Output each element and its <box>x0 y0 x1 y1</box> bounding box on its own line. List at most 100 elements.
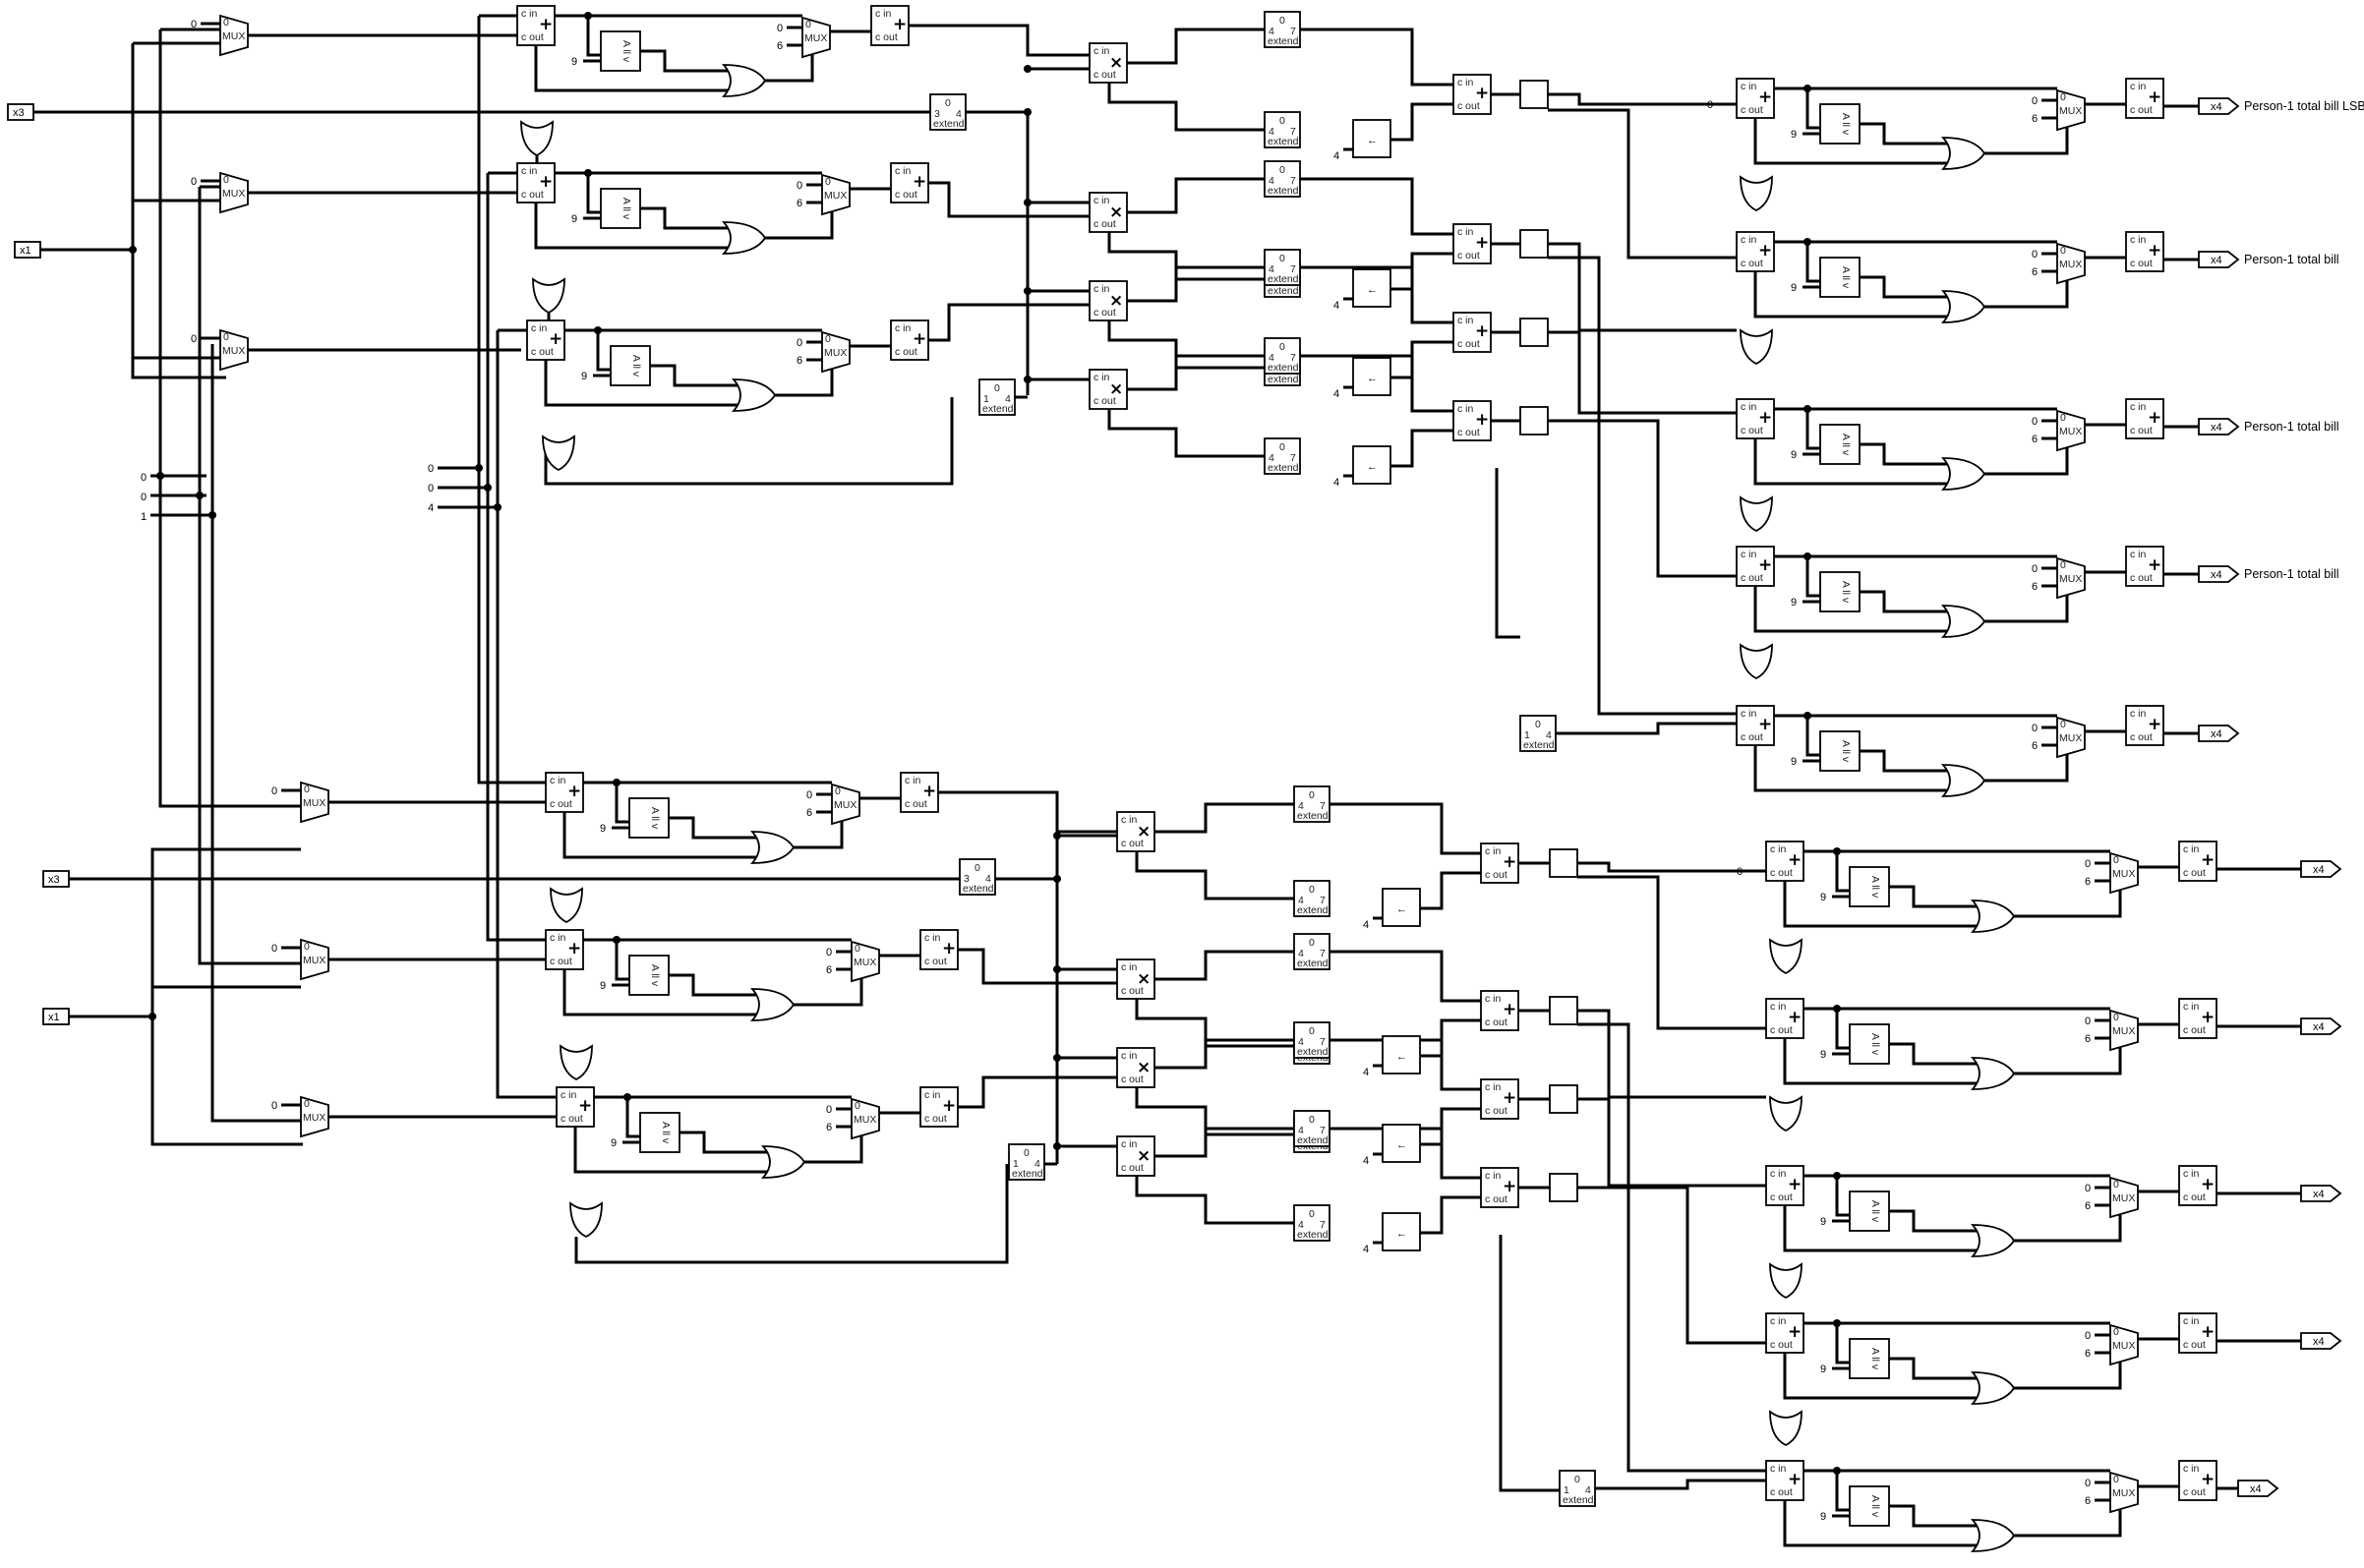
wire <box>1107 83 1265 132</box>
times-symbol: × <box>1137 969 1151 989</box>
carry-out-label: c out <box>1741 731 1763 743</box>
or-gate-body <box>722 64 767 97</box>
carry-in-label: c in <box>2183 1168 2200 1180</box>
mux-select0-label: 0 <box>2113 1012 2119 1023</box>
output-pin-body <box>2198 251 2240 268</box>
adder: c inc out+ <box>2178 998 2217 1039</box>
carry-out-label: c out <box>1485 1193 1507 1205</box>
comparator: A ll v9 <box>1791 424 1861 465</box>
extender-in-width: 4 <box>1298 948 1304 959</box>
const-zero: 0 <box>2032 563 2038 575</box>
wire <box>640 49 728 73</box>
output-pin-label: x4 <box>2313 1189 2325 1200</box>
or-gate <box>1769 938 1803 975</box>
junction-dot <box>1833 1172 1841 1180</box>
wire <box>1805 88 1820 130</box>
mux-body <box>300 938 329 981</box>
carry-in-label: c in <box>1121 961 1138 973</box>
plus-symbol: + <box>1788 1175 1802 1194</box>
or-gate <box>761 1145 806 1179</box>
const-zero: 0 <box>797 180 802 192</box>
extender-out-width: 7 <box>1290 26 1296 37</box>
output-pin-label: x4 <box>2211 255 2222 266</box>
wire <box>794 812 844 849</box>
adder-body <box>1736 78 1775 119</box>
or-gate-body <box>1740 328 1773 366</box>
const-zero: 0 <box>428 483 434 494</box>
wire <box>150 847 301 1016</box>
const-zero: 0 <box>428 463 434 475</box>
adder-body <box>1765 998 1804 1039</box>
carry-out-label: c out <box>1121 985 1144 997</box>
multiplier: c inc out× <box>1089 369 1128 410</box>
junction-dots <box>129 12 1841 1475</box>
junction-dot <box>156 472 164 480</box>
comparator-label: A ll v <box>649 807 661 830</box>
wire <box>544 360 738 407</box>
carry-out-label: c out <box>2130 258 2153 269</box>
adder: c inc out+ <box>1736 398 1775 439</box>
wire <box>1420 1195 1481 1235</box>
wire <box>1805 242 1820 283</box>
extender-label: 0 <box>1309 1114 1315 1126</box>
wire <box>680 1131 767 1154</box>
plus-symbol: + <box>539 15 553 34</box>
comparator-label: A ll v <box>1869 1033 1881 1056</box>
or-gate <box>1769 1095 1803 1132</box>
comparator-body <box>1849 1023 1890 1065</box>
extender-out-width: 4 <box>1546 729 1552 741</box>
or-gate-body <box>520 120 554 157</box>
wire <box>1577 1097 1766 1188</box>
plus-symbol: + <box>922 782 936 801</box>
mux-select0-label: 0 <box>805 19 811 30</box>
or-gate-body <box>761 1145 806 1179</box>
adder-body <box>1480 1167 1519 1208</box>
wire <box>2014 1353 2122 1390</box>
comparator-body <box>1849 1191 1890 1232</box>
extender-in-width: 1 <box>1013 1158 1019 1170</box>
wire <box>1835 851 1850 893</box>
comparator-label: A ll v <box>621 40 632 63</box>
adder-body <box>2178 841 2217 882</box>
carry-in-label: c in <box>1121 1138 1138 1150</box>
carry-in-label: c in <box>1770 1001 1787 1013</box>
wire <box>1154 1127 1294 1158</box>
or-gate-body <box>1941 290 1986 323</box>
output-pin-body <box>2198 97 2240 115</box>
mux-body <box>821 330 851 374</box>
comparator-label: A ll v <box>1869 1200 1881 1223</box>
wire <box>1783 1038 1977 1085</box>
adder-body <box>1480 1078 1519 1120</box>
wire <box>650 364 738 387</box>
adder: c inc out+ <box>1480 1167 1519 1208</box>
adder: c inc out+ <box>2178 1460 2217 1501</box>
wire <box>1577 861 1766 873</box>
extender-label: 0 <box>1279 441 1285 453</box>
multiplier-body <box>1089 369 1128 410</box>
const-nine: 9 <box>1820 1216 1826 1228</box>
wire <box>1135 999 1294 1048</box>
or-gate <box>750 988 796 1021</box>
adder: c inc out+ <box>2125 546 2164 587</box>
adder-body <box>2178 1165 2217 1206</box>
multiplier-body <box>1116 958 1155 1000</box>
or-gate-body <box>1941 457 1986 491</box>
comparator-body <box>1819 257 1861 298</box>
wire <box>1984 586 2069 623</box>
mux-select0-label: 0 <box>855 1100 860 1112</box>
adder-body <box>2178 998 2217 1039</box>
carry-out-label: c out <box>2130 731 2153 743</box>
adder-body <box>1765 1460 1804 1501</box>
carry-in-label: c in <box>1770 843 1787 855</box>
wire <box>1300 177 1453 236</box>
wire <box>1390 429 1453 468</box>
adder-body <box>2178 1460 2217 1501</box>
plus-symbol: + <box>1475 321 1489 341</box>
carry-in-label: c in <box>1485 1170 1502 1182</box>
multiplier: c in c out× <box>1116 958 1155 1000</box>
